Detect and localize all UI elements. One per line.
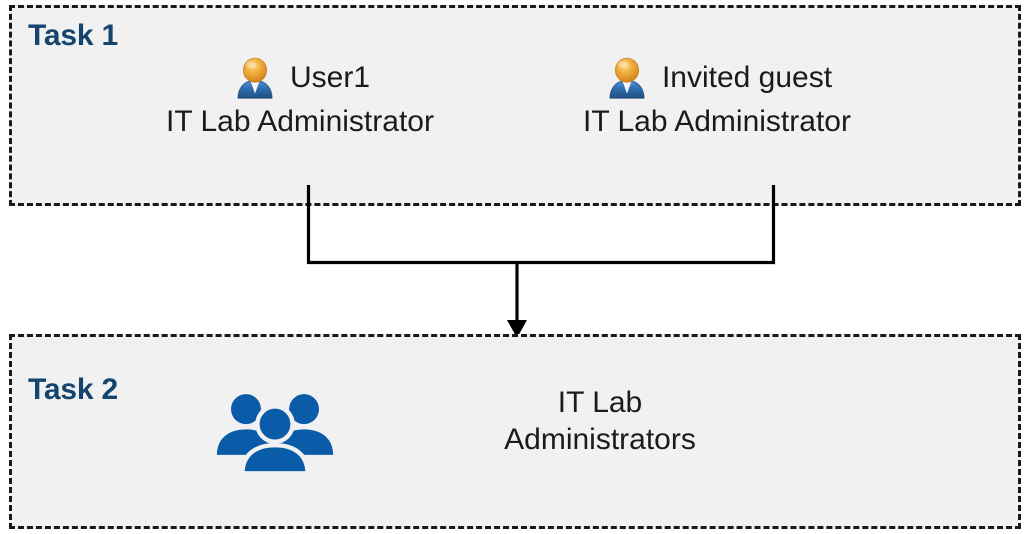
member-name: User1 <box>289 61 371 94</box>
task-2-group-name: IT Lab Administrators <box>400 385 800 458</box>
user-group-icon-wrap <box>213 388 337 476</box>
task-2-container <box>9 334 1021 529</box>
user-group-icon <box>216 394 334 476</box>
task-2-label: Task 2 <box>28 373 118 406</box>
member-name: Invited guest <box>661 61 833 94</box>
member-name-row: Invited guest <box>527 52 907 104</box>
group-name-line-1: IT Lab <box>557 386 643 419</box>
group-name-line-2: Administrators <box>504 422 696 456</box>
user-icon <box>609 57 645 99</box>
member-role: IT Lab Administrator <box>583 105 851 138</box>
task-1-member-invited-guest: Invited guest IT Lab Administrator <box>527 52 907 137</box>
user-icon <box>237 57 273 99</box>
member-name-row: User1 <box>110 52 490 104</box>
task-1-label: Task 1 <box>28 19 118 52</box>
task-1-member-user1: User1 IT Lab Administrator <box>110 52 490 137</box>
task-1-container <box>9 5 1021 206</box>
member-role: IT Lab Administrator <box>166 105 434 138</box>
